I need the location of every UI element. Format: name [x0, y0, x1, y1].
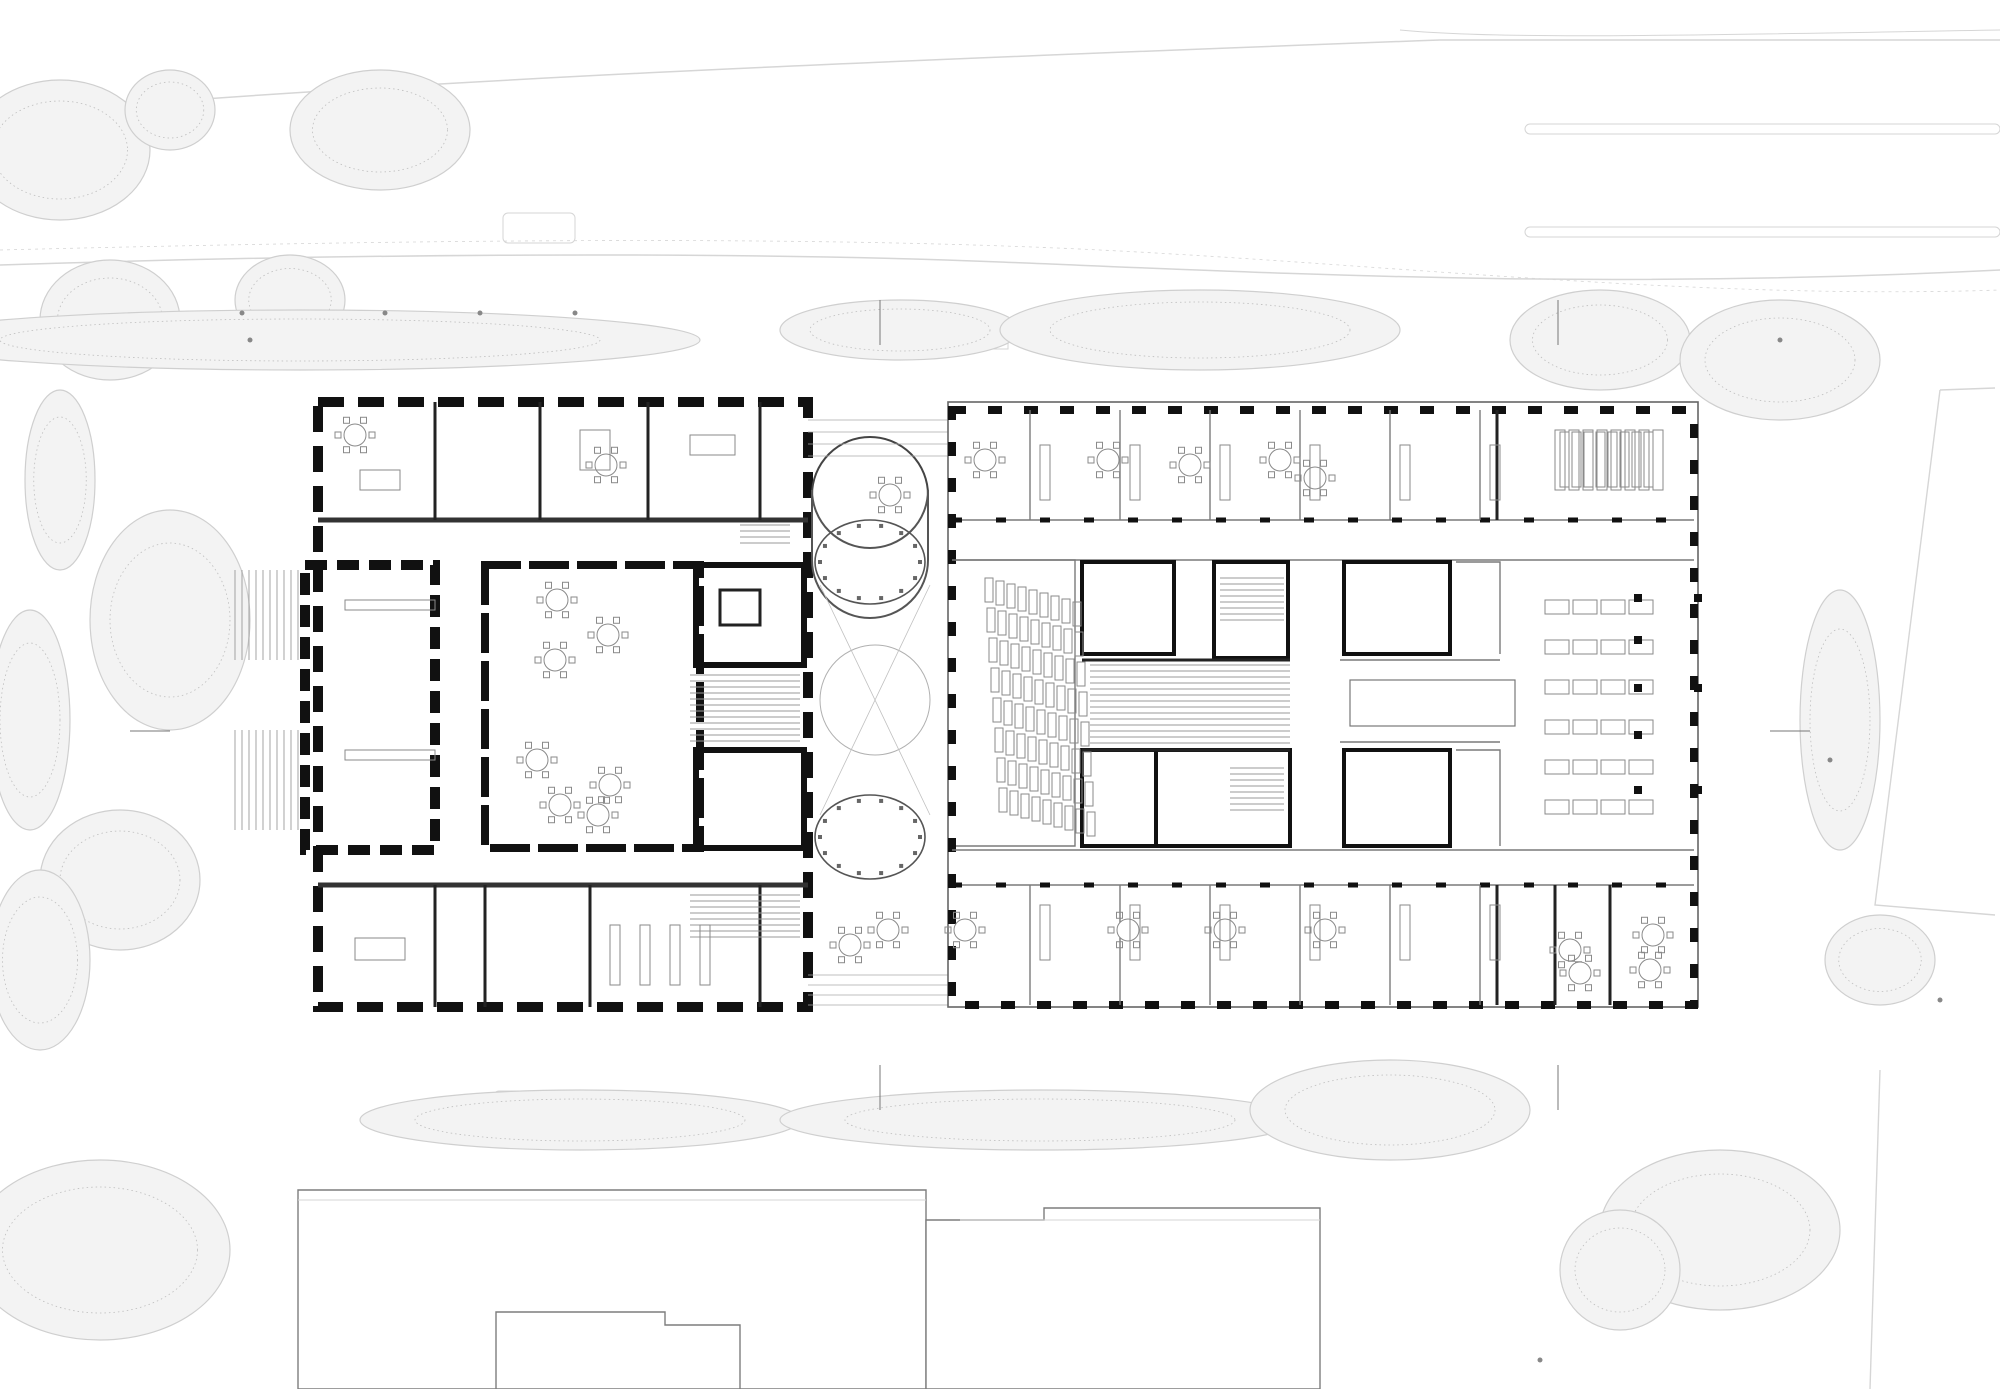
- axis-ticks: [130, 300, 1810, 1110]
- west-entrance-steps: [234, 570, 299, 830]
- west-building: [234, 397, 813, 1012]
- east-building: [947, 401, 1702, 1009]
- landscape-trees: [0, 69, 1943, 1363]
- connecting-atrium: [808, 419, 948, 1006]
- west-stair-north: [740, 524, 790, 544]
- west-stair-south: [690, 894, 800, 938]
- neighbouring-building: [297, 1189, 1321, 1389]
- site-context: [0, 29, 2000, 1389]
- west-stair-central: [690, 674, 800, 742]
